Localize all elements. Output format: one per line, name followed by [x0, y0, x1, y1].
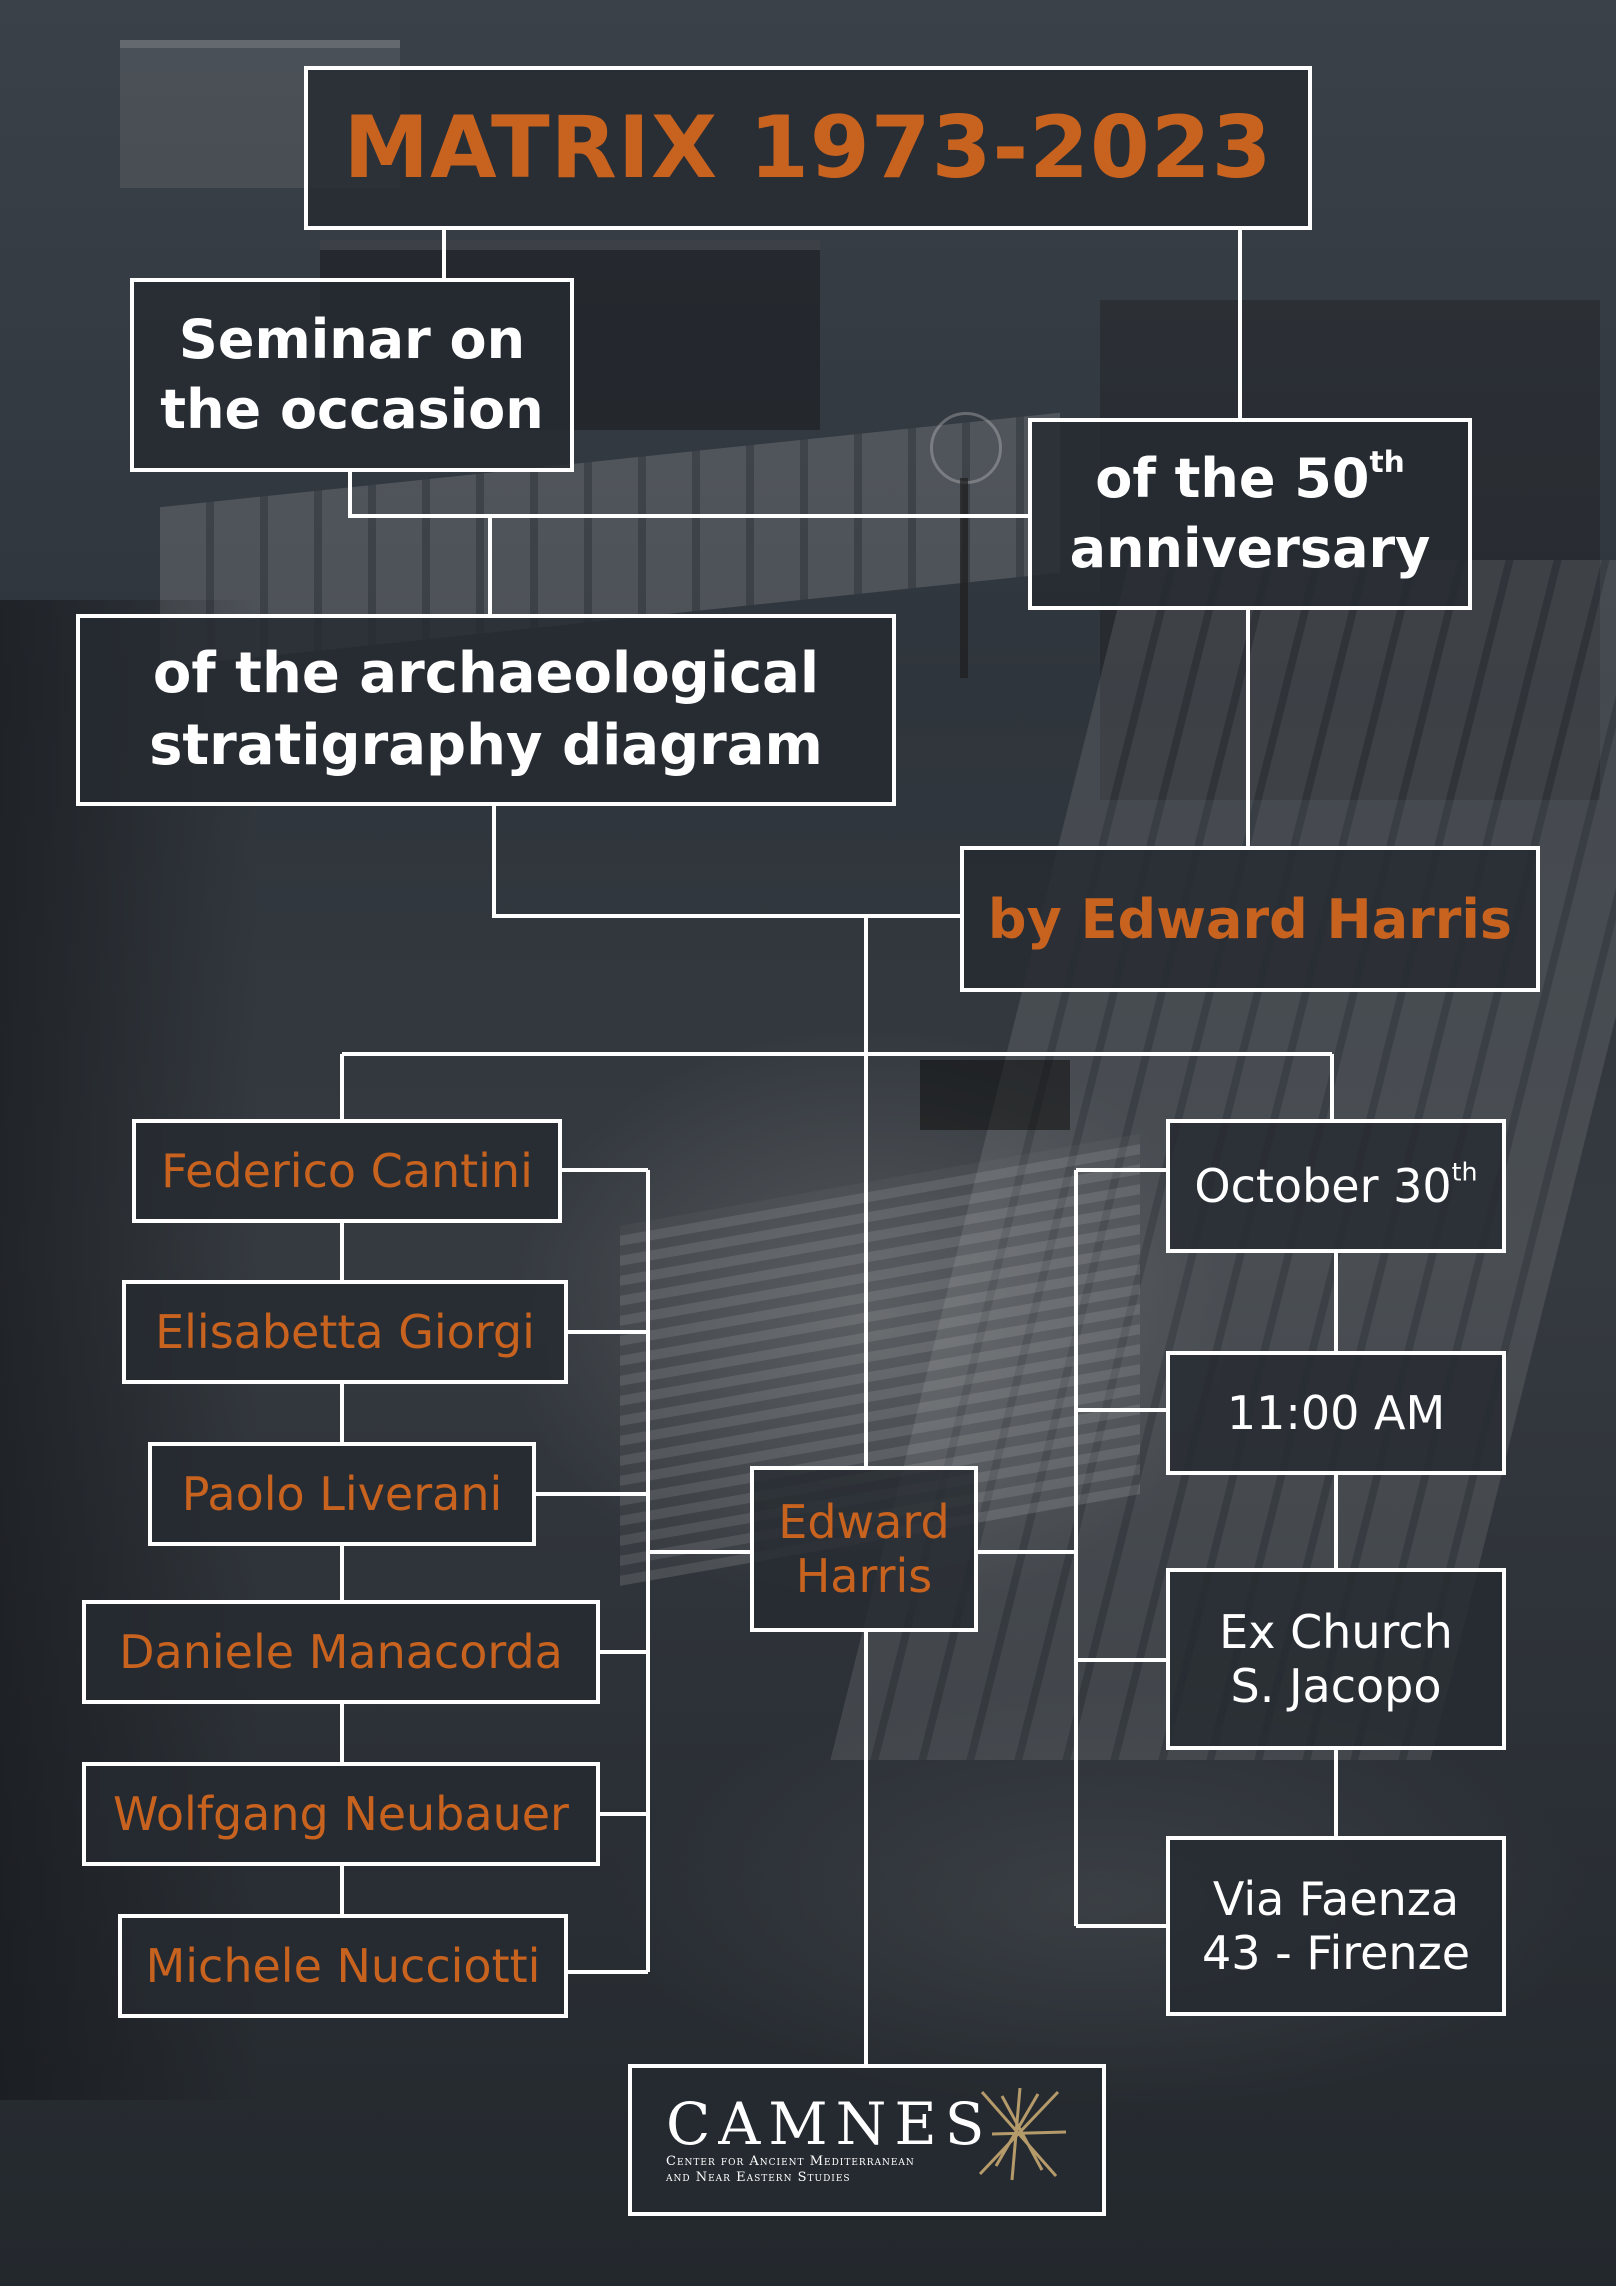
center-box: Edward Harris: [750, 1466, 978, 1632]
event-time: 11:00 AM: [1226, 1386, 1446, 1440]
speaker-name: Elisabetta Giorgi: [155, 1305, 535, 1359]
camnes-star-icon: [978, 2087, 1067, 2181]
address-line-2: 43 - Firenze: [1201, 1926, 1471, 1980]
anniversary-number: of the 50: [1095, 447, 1370, 510]
address-line-1: Via Faenza: [1212, 1872, 1460, 1926]
event-date: October 30th: [1194, 1159, 1477, 1213]
title-box: MATRIX 1973-2023: [304, 66, 1312, 230]
speaker-box: Federico Cantini: [132, 1119, 562, 1223]
speaker-name: Michele Nucciotti: [145, 1939, 541, 1993]
center-line-1: Edward: [778, 1495, 950, 1549]
speaker-box: Paolo Liverani: [148, 1442, 536, 1546]
speaker-name: Paolo Liverani: [181, 1467, 503, 1521]
seminar-line-1: Seminar on: [178, 308, 526, 371]
archaeological-box: of the archaeological stratigraphy diagr…: [76, 614, 896, 806]
speaker-box: Michele Nucciotti: [118, 1914, 568, 2018]
speaker-name: Daniele Manacorda: [119, 1625, 563, 1679]
anniversary-box: of the 50th anniversary: [1028, 418, 1472, 610]
seminar-box: Seminar on the occasion: [130, 278, 574, 472]
date-box: October 30th: [1166, 1119, 1506, 1253]
byline: by Edward Harris: [987, 887, 1513, 951]
anniversary-line-1: of the 50th: [1070, 444, 1431, 514]
venue-line-1: Ex Church: [1219, 1605, 1453, 1659]
logo-subtitle-2: and Near Eastern Studies: [666, 2170, 851, 2185]
archaeological-line-1: of the archaeological: [152, 641, 820, 706]
anniversary-line-2: anniversary: [1069, 517, 1431, 580]
seminar-line-2: the occasion: [160, 378, 544, 441]
connector: [492, 806, 960, 918]
venue-line-2: S. Jacopo: [1230, 1659, 1442, 1713]
address-box: Via Faenza 43 - Firenze: [1166, 1836, 1506, 2016]
anniversary-suffix: th: [1369, 444, 1405, 480]
logo-subtitle-1: Center for Ancient Mediterranean: [666, 2154, 915, 2169]
center-line-2: Harris: [795, 1549, 933, 1603]
speaker-box: Wolfgang Neubauer: [82, 1762, 600, 1866]
time-box: 11:00 AM: [1166, 1351, 1506, 1475]
byline-box: by Edward Harris: [960, 846, 1540, 992]
connector: [348, 472, 1028, 518]
speaker-name: Wolfgang Neubauer: [113, 1787, 569, 1841]
speaker-box: Daniele Manacorda: [82, 1600, 600, 1704]
speaker-box: Elisabetta Giorgi: [122, 1280, 568, 1384]
date-text: October 30: [1194, 1159, 1452, 1213]
logo-box: CAMNES Center for Ancient Mediterranean …: [628, 2064, 1106, 2216]
logo-wordmark: CAMNES: [666, 2090, 993, 2158]
date-suffix: th: [1451, 1157, 1478, 1187]
speaker-name: Federico Cantini: [161, 1144, 533, 1198]
archaeological-line-2: stratigraphy diagram: [149, 713, 823, 778]
venue-box: Ex Church S. Jacopo: [1166, 1568, 1506, 1750]
poster-title: MATRIX 1973-2023: [343, 98, 1273, 198]
